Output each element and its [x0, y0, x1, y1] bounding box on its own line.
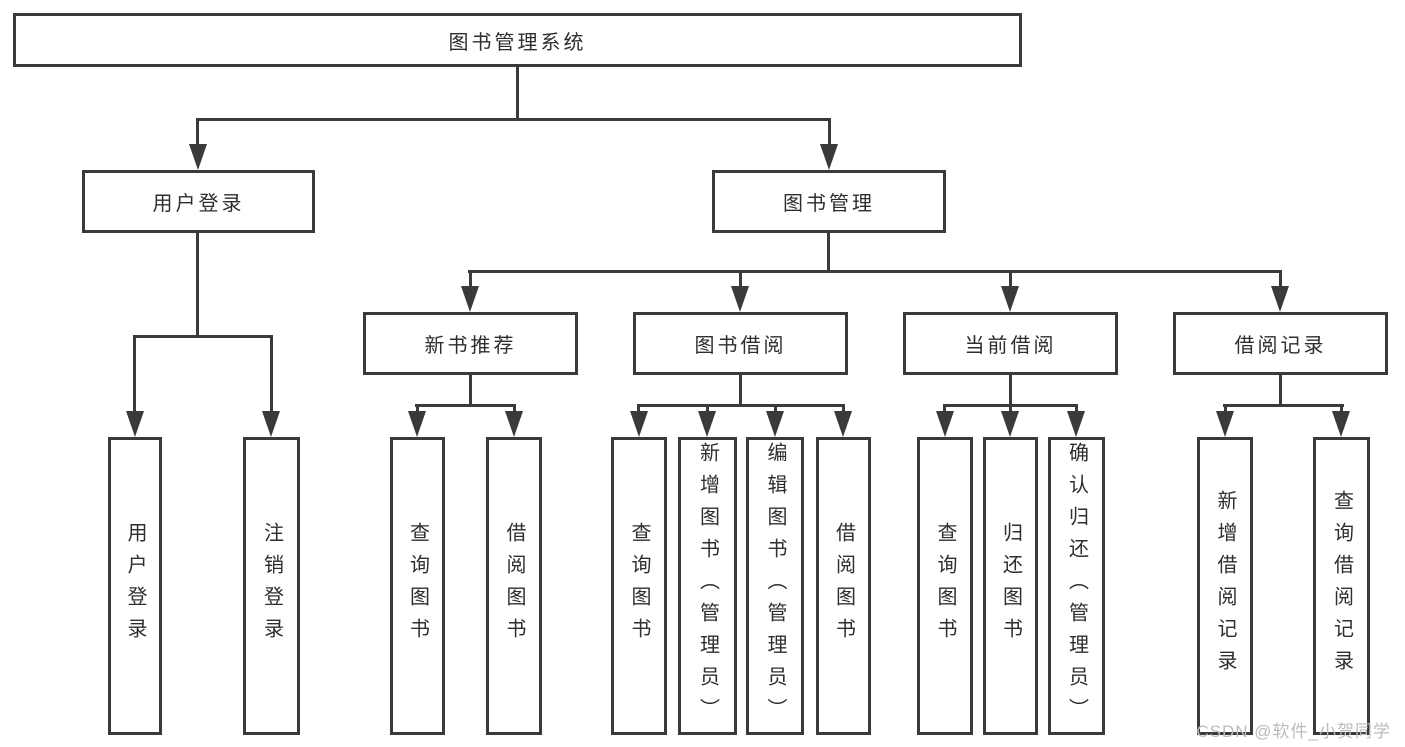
- leaf-query-borrow-record-label: 查询借阅记录: [1330, 490, 1353, 682]
- leaf-confirm-return-admin-label: 确认归还（管理员）: [1065, 442, 1088, 730]
- connector-line: [1224, 404, 1227, 415]
- arrowhead-down-icon: [820, 144, 838, 170]
- connector-line: [270, 335, 273, 415]
- connector-line: [134, 335, 273, 338]
- node-borrow-record-label: 借阅记录: [1234, 335, 1327, 357]
- connector-line: [827, 231, 830, 273]
- leaf-query-book-1-label: 查询图书: [406, 522, 429, 650]
- leaf-add-book-admin-label: 新增图书（管理员）: [696, 442, 719, 730]
- leaf-borrow-book-1-label: 借阅图书: [503, 522, 525, 650]
- node-book-management: 图书管理: [712, 170, 946, 233]
- connector-line: [469, 270, 472, 290]
- node-borrow-record: 借阅记录: [1173, 312, 1388, 375]
- leaf-add-borrow-record: 新增借阅记录: [1197, 437, 1253, 735]
- node-book-borrow-label: 图书借阅: [694, 335, 787, 357]
- connector-line: [706, 404, 709, 415]
- connector-line: [739, 270, 742, 290]
- connector-line: [196, 118, 199, 148]
- arrowhead-down-icon: [189, 144, 207, 170]
- connector-line: [637, 404, 640, 415]
- csdn-watermark: CSDN @软件_小贺同学: [1196, 722, 1391, 741]
- leaf-user-login-label: 用户登录: [124, 522, 146, 650]
- leaf-return-book-label: 归还图书: [999, 522, 1022, 650]
- connector-line: [1009, 270, 1012, 290]
- connector-line: [1009, 404, 1012, 415]
- leaf-logout: 注销登录: [243, 437, 300, 735]
- leaf-user-login: 用户登录: [108, 437, 162, 735]
- arrowhead-down-icon: [731, 286, 749, 312]
- connector-line: [1075, 404, 1078, 415]
- node-book-borrow: 图书借阅: [633, 312, 848, 375]
- connector-line: [196, 118, 831, 121]
- connector-line: [739, 373, 742, 407]
- leaf-query-book-3: 查询图书: [917, 437, 973, 735]
- connector-line: [196, 231, 199, 335]
- connector-line: [943, 404, 946, 415]
- arrowhead-down-icon: [1216, 411, 1234, 437]
- leaf-add-borrow-record-label: 新增借阅记录: [1214, 490, 1236, 682]
- arrowhead-down-icon: [505, 411, 523, 437]
- connector-line: [133, 335, 136, 415]
- arrowhead-down-icon: [1001, 411, 1019, 437]
- connector-line: [1009, 373, 1012, 407]
- connector-line: [516, 66, 519, 118]
- connector-line: [842, 404, 845, 415]
- arrowhead-down-icon: [766, 411, 784, 437]
- arrowhead-down-icon: [698, 411, 716, 437]
- arrowhead-down-icon: [262, 411, 280, 437]
- connector-line: [468, 270, 1282, 273]
- arrowhead-down-icon: [408, 411, 426, 437]
- leaf-query-book-2: 查询图书: [611, 437, 667, 735]
- leaf-edit-book-admin-label: 编辑图书（管理员）: [764, 442, 786, 730]
- connector-line: [469, 373, 472, 407]
- leaf-borrow-book-2: 借阅图书: [816, 437, 871, 735]
- connector-line: [1279, 270, 1282, 290]
- connector-line: [416, 404, 419, 415]
- arrowhead-down-icon: [936, 411, 954, 437]
- leaf-add-book-admin: 新增图书（管理员）: [678, 437, 737, 735]
- arrowhead-down-icon: [1332, 411, 1350, 437]
- leaf-logout-label: 注销登录: [260, 522, 283, 650]
- leaf-edit-book-admin: 编辑图书（管理员）: [746, 437, 804, 735]
- node-current-borrow-label: 当前借阅: [964, 335, 1057, 357]
- node-user-login-label: 用户登录: [152, 193, 245, 215]
- connector-line: [637, 404, 845, 407]
- arrowhead-down-icon: [461, 286, 479, 312]
- arrowhead-down-icon: [1001, 286, 1019, 312]
- leaf-borrow-book-2-label: 借阅图书: [832, 522, 855, 650]
- leaf-query-book-3-label: 查询图书: [934, 522, 956, 650]
- node-book-management-label: 图书管理: [783, 193, 875, 215]
- arrowhead-down-icon: [834, 411, 852, 437]
- node-new-book-recommend: 新书推荐: [363, 312, 578, 375]
- leaf-query-book-1: 查询图书: [390, 437, 445, 735]
- arrowhead-down-icon: [1271, 286, 1289, 312]
- arrowhead-down-icon: [630, 411, 648, 437]
- connector-line: [513, 404, 516, 415]
- node-user-login: 用户登录: [82, 170, 315, 233]
- connector-line: [1340, 404, 1343, 415]
- node-root-label: 图书管理系统: [448, 31, 587, 54]
- arrowhead-down-icon: [1067, 411, 1085, 437]
- node-current-borrow: 当前借阅: [903, 312, 1118, 375]
- connector-line: [1279, 373, 1282, 407]
- leaf-confirm-return-admin: 确认归还（管理员）: [1048, 437, 1105, 735]
- connector-line: [774, 404, 777, 415]
- node-root: 图书管理系统: [13, 13, 1022, 67]
- connector-line: [1223, 404, 1344, 407]
- leaf-query-borrow-record: 查询借阅记录: [1313, 437, 1370, 735]
- leaf-query-book-2-label: 查询图书: [628, 522, 650, 650]
- arrowhead-down-icon: [126, 411, 144, 437]
- leaf-return-book: 归还图书: [983, 437, 1038, 735]
- node-new-book-recommend-label: 新书推荐: [424, 335, 517, 357]
- connector-line: [828, 118, 831, 148]
- leaf-borrow-book-1: 借阅图书: [486, 437, 542, 735]
- connector-line: [415, 404, 516, 407]
